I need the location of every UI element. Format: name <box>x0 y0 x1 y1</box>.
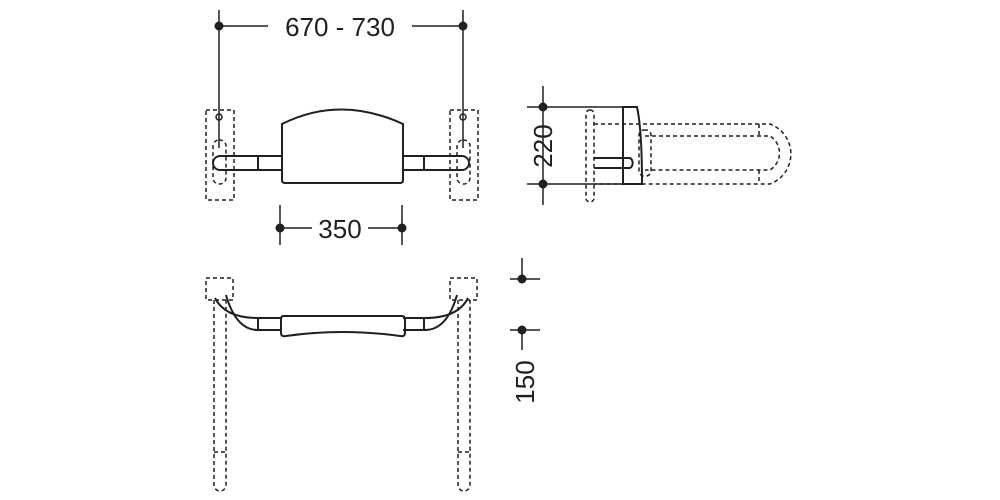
rail-down-left <box>213 300 227 492</box>
backrest-side <box>622 106 644 185</box>
side-view: 220 <box>527 86 792 205</box>
wall-plate-side <box>585 109 595 203</box>
rail-curve-right-inner <box>403 294 458 331</box>
rail-folded-inner <box>645 135 781 171</box>
dim-dot <box>458 21 468 31</box>
wall-plate-top-left <box>205 277 234 301</box>
dim-width-range: 670 - 730 <box>285 12 395 42</box>
dim-backrest-width: 350 <box>318 214 361 244</box>
rail-arm-right <box>403 155 470 171</box>
rail-stub <box>594 157 634 169</box>
front-view: 670 - 730 350 <box>205 10 479 245</box>
rail-arm-left <box>212 155 282 171</box>
backrest-pad-top <box>280 315 406 338</box>
top-view: 150 <box>205 258 540 492</box>
screw-icon <box>215 113 223 121</box>
rail-curve-left-outer <box>214 297 282 319</box>
backrest <box>281 108 404 184</box>
rail-down-right <box>457 300 471 492</box>
dim-dot <box>214 21 224 31</box>
dim-depth-offset: 150 <box>510 360 540 403</box>
rail-curve-left-inner <box>225 294 282 331</box>
wall-plate-top-right <box>449 277 478 301</box>
screw-icon <box>459 113 467 121</box>
rail-folded-outer <box>594 123 792 185</box>
dim-height: 220 <box>528 124 558 167</box>
mount-slot-right <box>456 139 471 185</box>
